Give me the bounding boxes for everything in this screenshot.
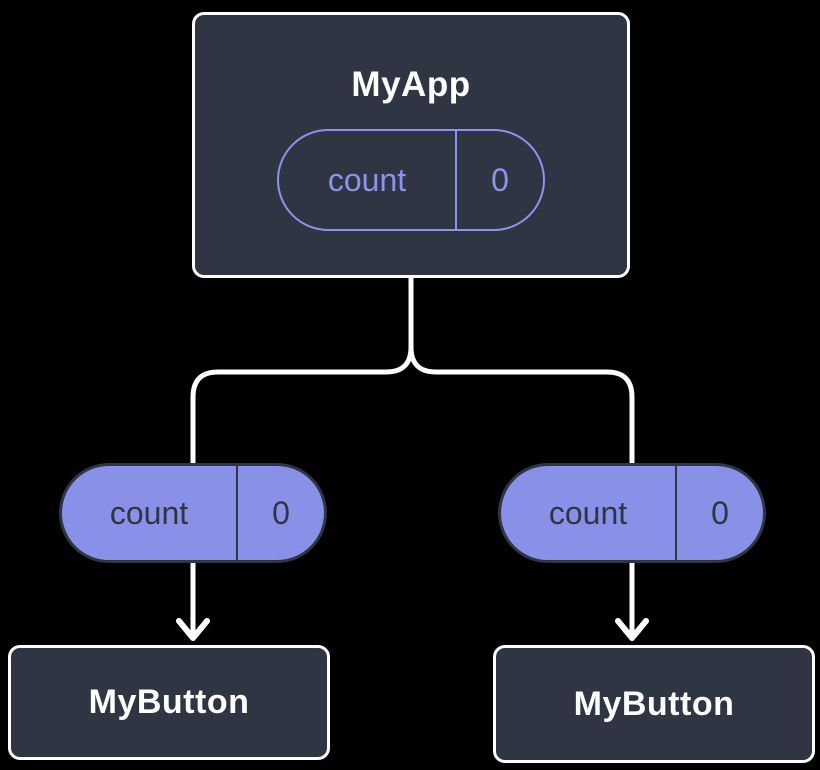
prop-name-label: count xyxy=(548,494,628,531)
pill-divider xyxy=(675,466,677,560)
prop-name-label: count xyxy=(109,494,189,531)
pill-divider xyxy=(236,466,238,560)
component-box-mybutton-left: MyButton xyxy=(8,645,330,760)
component-box-myapp: MyApp count 0 xyxy=(192,12,630,278)
arrow-down-right-icon xyxy=(615,618,649,641)
branch-right-connector xyxy=(408,278,635,466)
state-name-label: count xyxy=(327,161,407,198)
prop-value-label: 0 xyxy=(272,494,290,531)
prop-value-label: 0 xyxy=(711,494,729,531)
pill-divider xyxy=(455,131,457,229)
branch-left-connector xyxy=(190,278,414,466)
prop-pill-right: count 0 xyxy=(498,463,766,563)
mybutton-title: MyButton xyxy=(573,684,735,723)
arrow-down-left-icon xyxy=(176,618,210,641)
prop-pill-left: count 0 xyxy=(59,463,327,563)
state-pill-myapp: count 0 xyxy=(277,129,545,231)
mybutton-title: MyButton xyxy=(88,683,250,721)
myapp-title: MyApp xyxy=(351,65,471,104)
component-box-mybutton-right: MyButton xyxy=(493,645,815,763)
state-value-label: 0 xyxy=(491,161,509,198)
